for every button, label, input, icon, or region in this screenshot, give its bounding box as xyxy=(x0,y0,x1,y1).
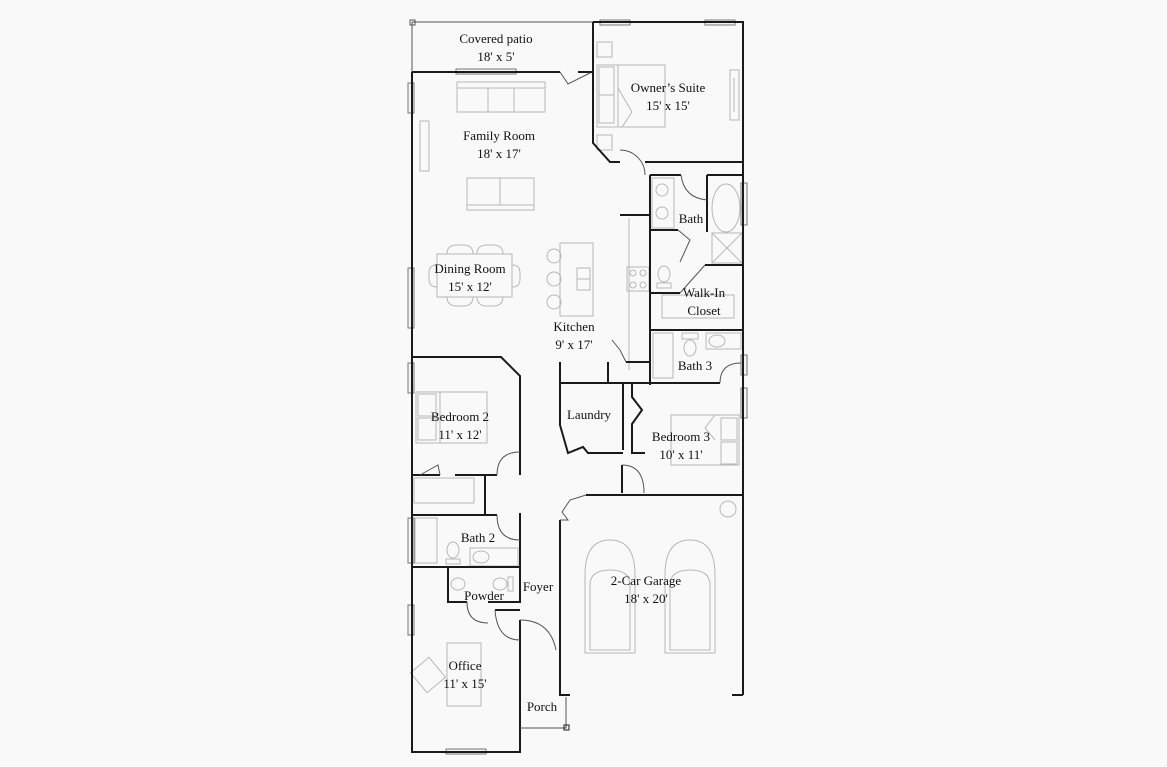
windows xyxy=(407,19,748,755)
room-name: Powder xyxy=(464,588,504,603)
room-label-two-car-garage: 2-Car Garage 18' x 20' xyxy=(611,572,681,608)
room-name: Laundry xyxy=(566,407,612,422)
room-name: Walk-In xyxy=(682,285,726,300)
room-name: 2-Car Garage xyxy=(610,573,682,588)
room-name: Owner’s Suite xyxy=(630,80,706,95)
room-label-dining-room: Dining Room 15' x 12' xyxy=(434,260,505,296)
room-label-foyer: Foyer xyxy=(523,578,553,596)
room-label-bath-3: Bath 3 xyxy=(678,357,712,375)
room-label-walk-in-closet: Walk-In Closet xyxy=(683,284,725,320)
room-name: Office xyxy=(448,658,482,673)
room-size: 18' x 17' xyxy=(477,146,521,161)
walls xyxy=(409,19,744,753)
room-label-bedroom-2: Bedroom 2 11' x 12' xyxy=(431,408,489,444)
doors xyxy=(419,71,742,651)
room-name: Porch xyxy=(526,699,558,714)
room-size: 15' x 12' xyxy=(448,279,492,294)
room-label-covered-patio: Covered patio 18' x 5' xyxy=(459,30,532,66)
room-name: Kitchen xyxy=(553,319,595,334)
room-name: Bath 3 xyxy=(677,358,713,373)
room-label-owners-bath: Bath xyxy=(679,210,704,228)
room-size: 9' x 17' xyxy=(555,337,593,352)
furniture xyxy=(409,41,743,707)
room-name: Dining Room xyxy=(434,261,506,276)
room-label-bath-2: Bath 2 xyxy=(461,529,495,547)
room-label-family-room: Family Room 18' x 17' xyxy=(463,127,535,163)
room-label-owners-suite: Owner’s Suite 15' x 15' xyxy=(631,79,706,115)
room-name: Bath xyxy=(678,211,704,226)
room-label-office: Office 11' x 15' xyxy=(443,657,486,693)
room-size: 11' x 15' xyxy=(443,676,487,691)
room-size: 11' x 12' xyxy=(438,427,482,442)
room-label-laundry: Laundry xyxy=(567,406,611,424)
room-name: Family Room xyxy=(463,128,535,143)
room-name: Foyer xyxy=(522,579,554,594)
room-label-bedroom-3: Bedroom 3 10' x 11' xyxy=(652,428,710,464)
room-name: Bedroom 2 xyxy=(430,409,490,424)
room-label-powder: Powder xyxy=(464,587,504,605)
room-name: Bedroom 3 xyxy=(651,429,711,444)
room-label-kitchen: Kitchen 9' x 17' xyxy=(553,318,594,354)
room-name-line2: Closet xyxy=(687,303,721,318)
room-size: 18' x 20' xyxy=(624,591,668,606)
room-size: 10' x 11' xyxy=(659,447,703,462)
room-size: 15' x 15' xyxy=(646,98,690,113)
room-name: Covered patio xyxy=(459,31,533,46)
room-name: Bath 2 xyxy=(460,530,496,545)
room-size: 18' x 5' xyxy=(477,49,515,64)
room-label-porch: Porch xyxy=(527,698,557,716)
